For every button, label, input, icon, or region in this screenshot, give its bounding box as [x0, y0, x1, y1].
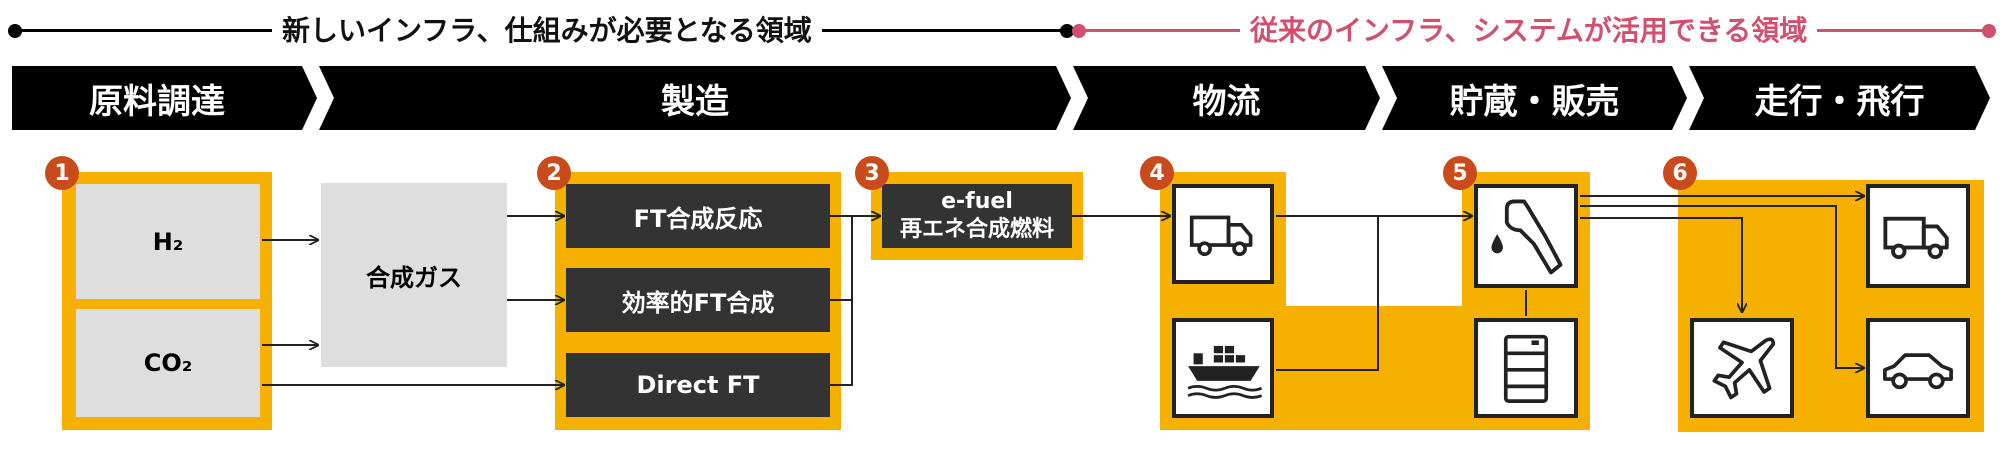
- efuel-sublabel: 再エネ合成燃料: [899, 217, 1054, 242]
- efficient-ft-box: 効率的FT合成: [566, 268, 830, 332]
- synthesis-gas-label: 合成ガス: [366, 263, 462, 292]
- end-use-truck-box: [1866, 184, 1970, 288]
- airplane-icon: [1712, 337, 1776, 400]
- stage-label: 走行・飛行: [1754, 81, 1925, 122]
- step-badge-3: 3: [855, 156, 889, 190]
- direct-ft-box: Direct FT: [566, 353, 830, 417]
- stage-banner-driving-flying: 走行・飛行: [1689, 66, 1990, 130]
- airplane-box: [1690, 318, 1794, 418]
- legend-mid-dot-pink: [1072, 24, 1086, 38]
- h2-label: H₂: [152, 227, 184, 256]
- oil-drum-box: [1474, 318, 1578, 418]
- legend-mid-dot: [1060, 24, 1074, 38]
- process-label: Direct FT: [636, 371, 760, 399]
- efuel-label: e-fuel: [941, 189, 1013, 214]
- step-badge-2: 2: [537, 156, 571, 190]
- step-badge-4: 4: [1140, 156, 1174, 190]
- car-icon: [1883, 353, 1953, 390]
- logistics-ship-box: [1172, 318, 1274, 418]
- oil-drum-icon: [1503, 334, 1549, 403]
- legend-end-dot: [1982, 24, 1996, 38]
- co2-label: CO₂: [143, 349, 193, 377]
- stage-banner-raw-material: 原料調達: [12, 66, 317, 130]
- synthesis-gas-box: 合成ガス: [321, 183, 507, 367]
- co2-box: CO₂: [76, 309, 260, 417]
- truck-icon: [1883, 216, 1949, 260]
- step-badge-6: 6: [1663, 156, 1697, 190]
- fuel-nozzle-box: [1474, 184, 1578, 288]
- cargo-ship-icon: [1187, 345, 1263, 399]
- ft-synthesis-box: FT合成反応: [566, 184, 830, 248]
- stage-label: 物流: [1192, 81, 1261, 122]
- legend-existing-area-label: 従来のインフラ、システムが活用できる領域: [1240, 11, 1818, 51]
- h2-box: H₂: [76, 184, 260, 299]
- end-use-car-box: [1866, 318, 1970, 418]
- fuel-nozzle-icon: [1491, 199, 1563, 275]
- stage-label: 製造: [661, 81, 729, 122]
- stage-banner-manufacturing: 製造: [319, 66, 1071, 130]
- process-label: FT合成反応: [633, 204, 763, 233]
- step-badge-5: 5: [1443, 156, 1477, 190]
- truck-icon: [1189, 215, 1253, 257]
- logistics-truck-box: [1172, 184, 1274, 284]
- stage-banner-logistics: 物流: [1073, 66, 1380, 130]
- step-badge-1: 1: [45, 156, 79, 190]
- legend-new-area-label: 新しいインフラ、仕組みが必要となる領域: [272, 11, 822, 51]
- process-label: 効率的FT合成: [621, 288, 775, 317]
- stage-banner-storage-sales: 貯蔵・販売: [1382, 66, 1687, 130]
- efuel-box: e-fuel 再エネ合成燃料: [882, 184, 1072, 248]
- stage-label: 貯蔵・販売: [1449, 81, 1620, 122]
- stage-label: 原料調達: [89, 81, 225, 122]
